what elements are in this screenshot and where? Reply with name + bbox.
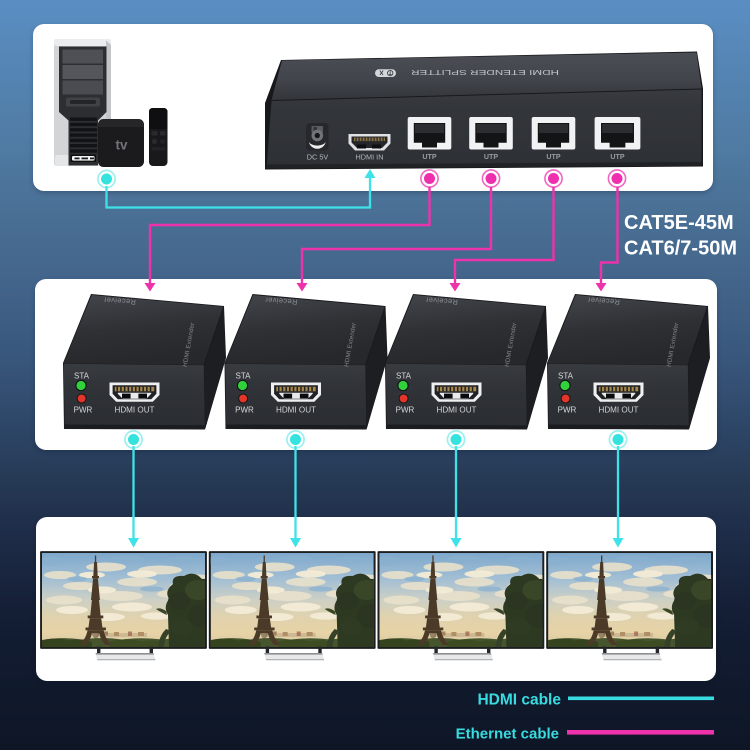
svg-text:HDMI cable: HDMI cable <box>477 692 561 709</box>
svg-text:UTP: UTP <box>610 153 624 161</box>
svg-text:X: X <box>379 69 384 76</box>
svg-text:HDMI IN: HDMI IN <box>356 153 384 162</box>
svg-text:CAT5E-45M: CAT5E-45M <box>624 212 734 234</box>
svg-text:Ethernet cable: Ethernet cable <box>456 726 559 743</box>
svg-text:CAT6/7-50M: CAT6/7-50M <box>624 238 737 260</box>
svg-text:UTP: UTP <box>484 153 498 161</box>
svg-text:tv: tv <box>115 138 127 153</box>
svg-text:HDMI ETENDER SPLITTER: HDMI ETENDER SPLITTER <box>411 68 559 77</box>
svg-text:UTP: UTP <box>546 153 560 161</box>
svg-text:T: T <box>388 69 392 75</box>
svg-text:UTP: UTP <box>422 153 436 161</box>
svg-text:DC 5V: DC 5V <box>307 153 329 162</box>
